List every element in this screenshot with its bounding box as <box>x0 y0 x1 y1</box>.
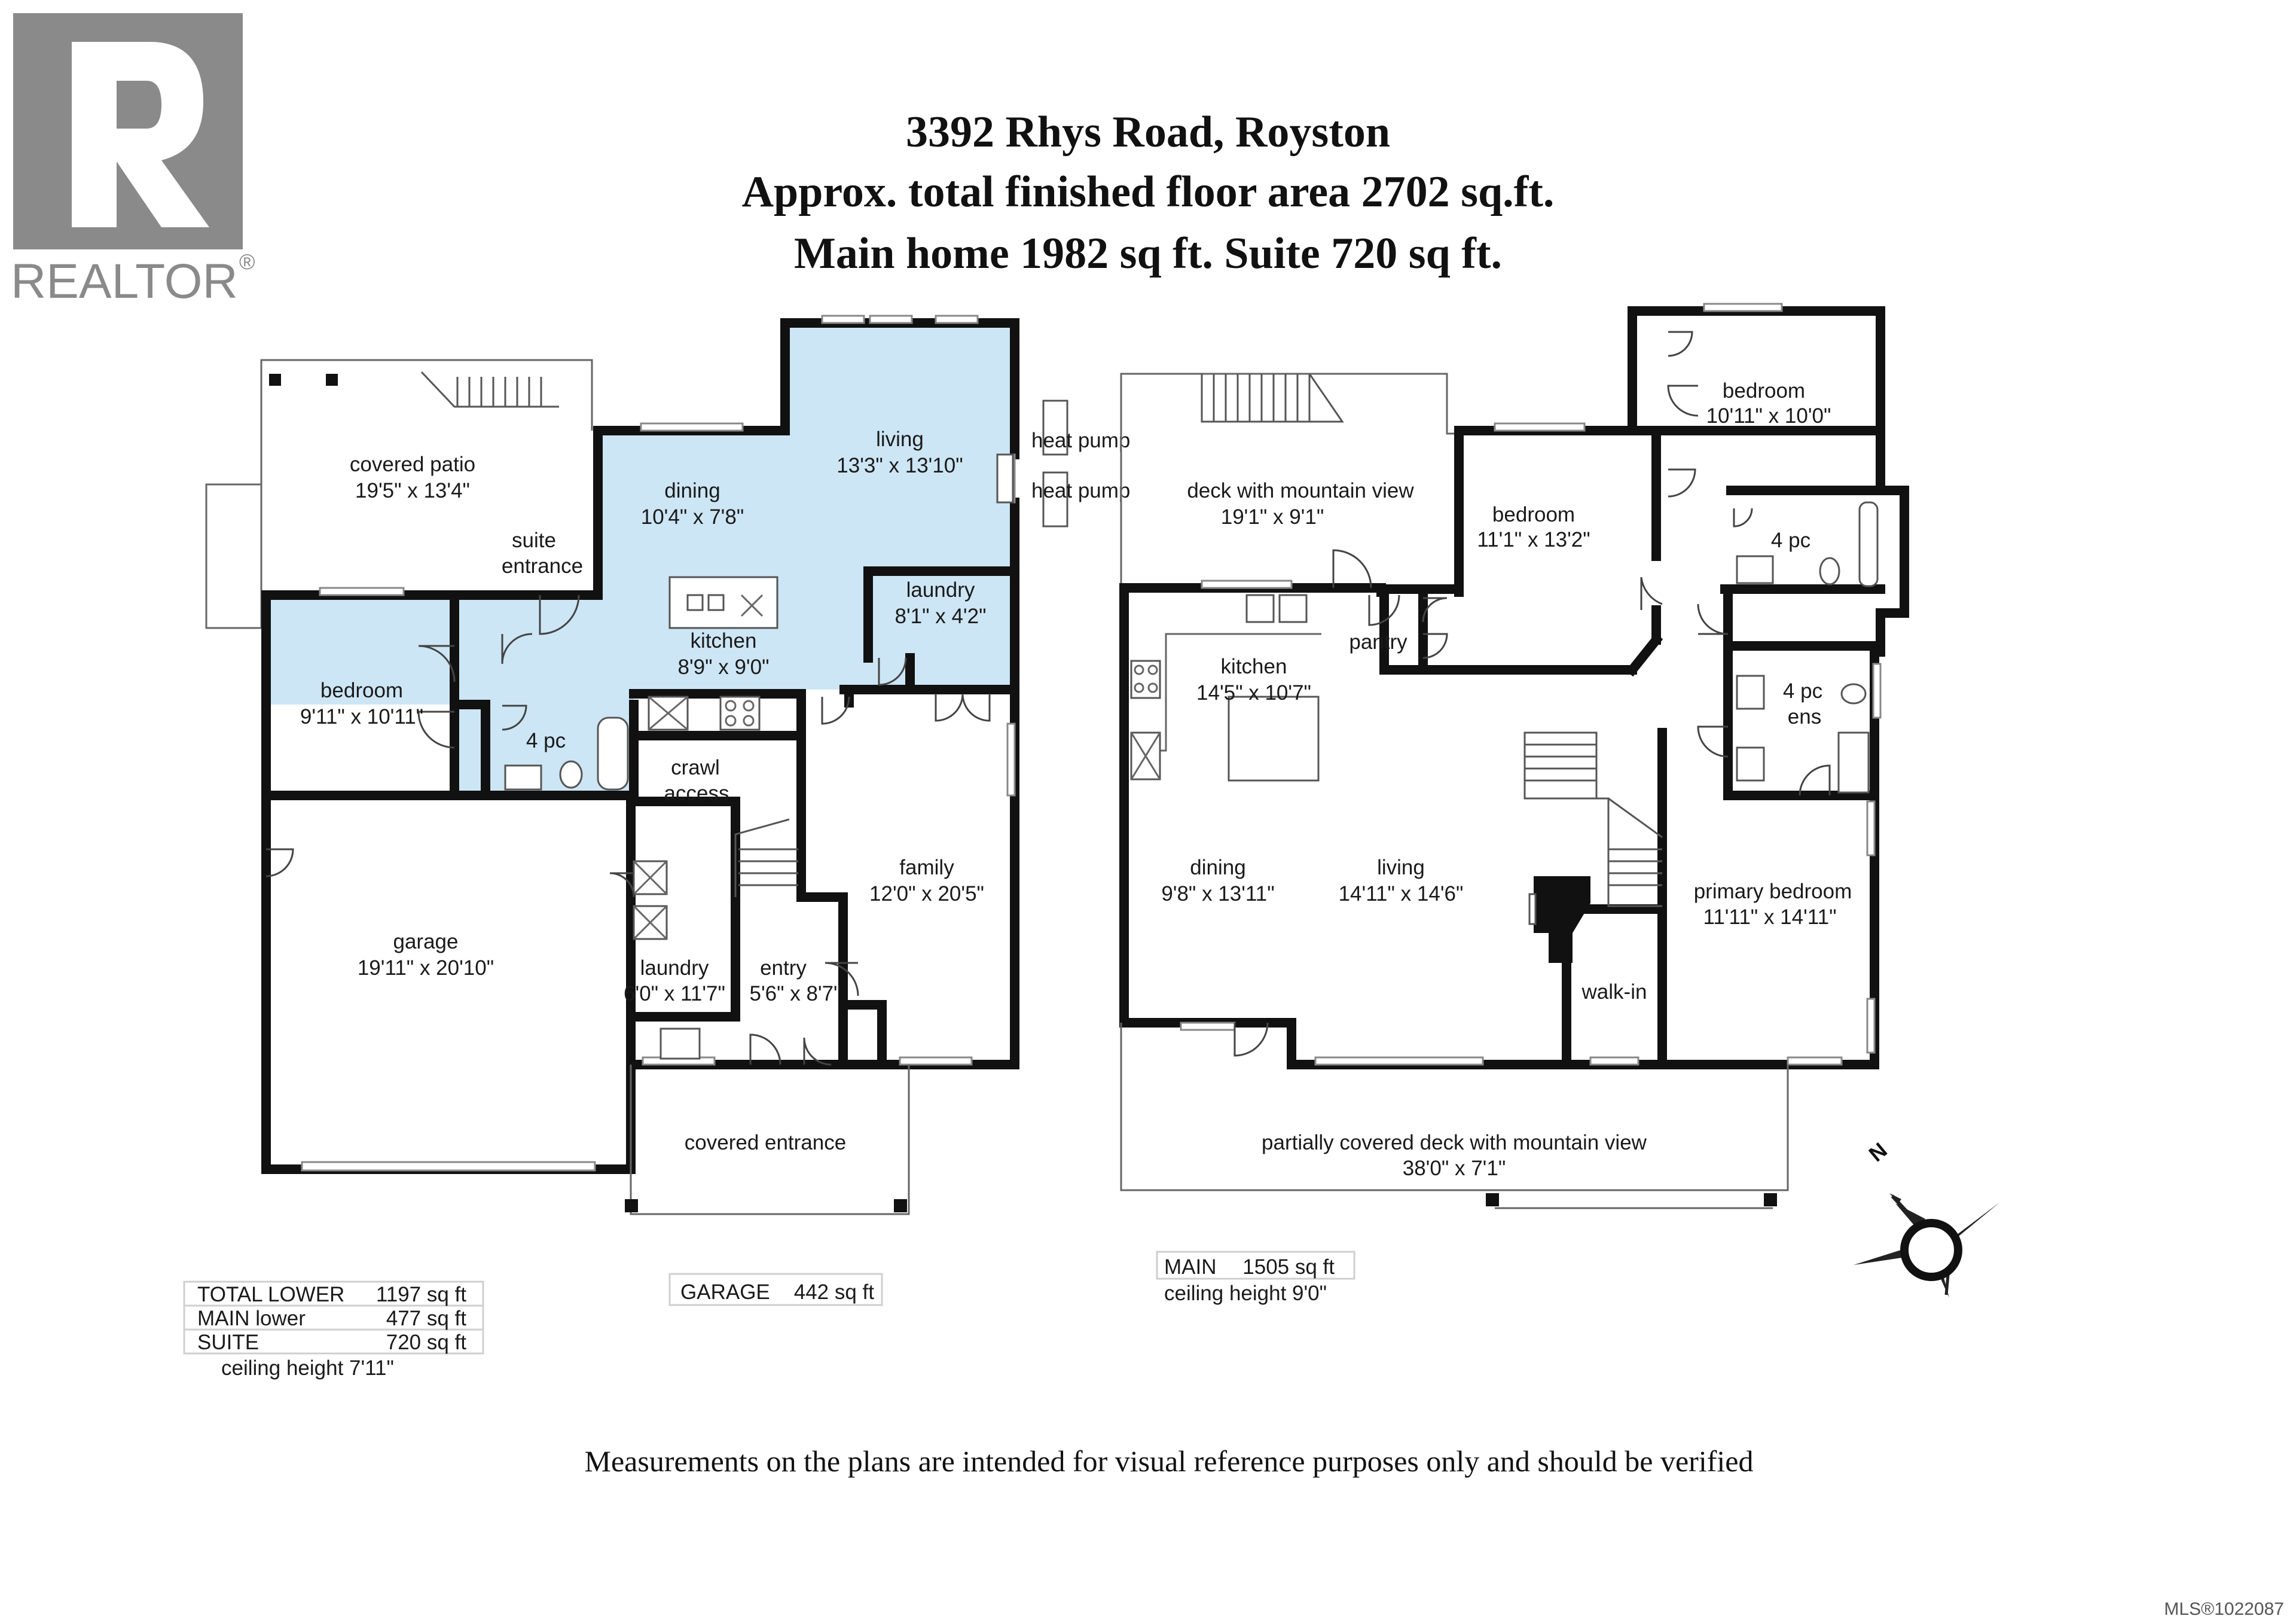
main-kitchen-name: kitchen <box>1221 655 1287 678</box>
lower-floor: covered patio 19'5" x 13'4" suite entran… <box>183 315 1130 1380</box>
suite-entrance-line2: entrance <box>502 554 583 578</box>
main-dining-dims: 9'8" x 13'11" <box>1161 882 1274 905</box>
main-deck-name: deck with mountain view <box>1187 479 1414 502</box>
summary-main-label: MAIN <box>1164 1255 1217 1279</box>
main-stairs <box>1523 731 1663 907</box>
total-area-title: Approx. total finished floor area 2702 s… <box>742 167 1555 217</box>
family-dims: 12'0" x 20'5" <box>869 882 984 905</box>
lower-bath-label: 4 pc <box>526 729 566 752</box>
lower-stairs <box>734 818 798 897</box>
suite-entrance-line1: suite <box>512 529 556 552</box>
main-bath-label: 4 pc <box>1771 529 1810 552</box>
crawl-access-line1: crawl <box>671 756 720 779</box>
summary-main-lower-value: 477 sq ft <box>386 1307 467 1330</box>
main-bedroom-mid-dims: 11'1" x 13'2" <box>1477 528 1590 551</box>
lower-laundry-top-name: laundry <box>906 578 975 602</box>
lower-living-name: living <box>876 428 924 451</box>
garage-area-label: GARAGE <box>680 1280 770 1304</box>
crawl-access-line2: access <box>664 782 729 805</box>
entry-dims: 5'6" x 8'7" <box>749 982 841 1005</box>
area-breakdown-title: Main home 1982 sq ft. Suite 720 sq ft. <box>794 229 1502 278</box>
walk-in-label: walk-in <box>1581 980 1647 1004</box>
lower-laundry-top-dims: 8'1" x 4'2" <box>894 605 986 628</box>
ensuite-line1: 4 pc <box>1783 679 1822 703</box>
summary-total-lower-label: TOTAL LOWER <box>197 1283 344 1306</box>
mls-number: MLS®1022087 <box>2164 1599 2284 1619</box>
lower-bedroom-name: bedroom <box>320 679 403 702</box>
main-bedroom-top-name: bedroom <box>1723 379 1805 403</box>
lower-patio-name: covered patio <box>350 453 475 476</box>
main-ceiling-height: ceiling height 9'0" <box>1164 1282 1327 1305</box>
entry-name: entry <box>760 956 807 980</box>
main-living-dims: 14'11" x 14'6" <box>1339 882 1464 905</box>
lower-kitchen-dims: 8'9" x 9'0" <box>677 655 769 679</box>
summary-suite-value: 720 sq ft <box>386 1331 467 1354</box>
garage-name: garage <box>393 930 459 953</box>
pantry-label: pantry <box>1349 630 1407 654</box>
main-area-summary: MAIN 1505 sq ft ceiling height 9'0" <box>1156 1251 1355 1305</box>
lower-laundry-dims: 6'0" x 11'7" <box>624 982 725 1005</box>
main-deck-dims: 19'1" x 9'1" <box>1221 505 1324 529</box>
main-floor: deck with mountain view 19'1" x 9'1" bed… <box>1119 303 1909 1305</box>
garage-dims: 19'11" x 20'10" <box>358 956 494 980</box>
summary-main-value: 1505 sq ft <box>1242 1255 1335 1279</box>
primary-bedroom-name: primary bedroom <box>1694 880 1852 903</box>
lower-ceiling-height: ceiling height 7'11" <box>221 1356 394 1380</box>
main-living-name: living <box>1377 856 1425 879</box>
main-bedroom-top-dims: 10'11" x 10'0" <box>1706 404 1831 428</box>
main-doors <box>1234 331 1831 1057</box>
summary-suite-label: SUITE <box>197 1331 259 1354</box>
front-deck-name: partially covered deck with mountain vie… <box>1262 1131 1647 1154</box>
heat-pump-label-1: heat pump <box>1031 429 1130 452</box>
main-bedroom-mid-name: bedroom <box>1492 503 1575 526</box>
family-name: family <box>899 856 954 879</box>
realtor-wordmark: REALTOR <box>11 254 238 309</box>
compass-north-letter: N <box>1864 1138 1892 1166</box>
patio-stairs <box>420 371 559 408</box>
main-dining-name: dining <box>1190 856 1245 879</box>
lower-dining-name: dining <box>664 479 720 502</box>
lower-doors <box>265 594 991 1066</box>
summary-total-lower-value: 1197 sq ft <box>376 1283 466 1306</box>
lower-bedroom-dims: 9'11" x 10'11" <box>300 705 423 728</box>
compass-rose: N <box>1854 1138 2000 1298</box>
realtor-logo: REALTOR ® <box>11 13 255 309</box>
registered-mark: ® <box>239 249 255 274</box>
lower-area-summary: TOTAL LOWER 1197 sq ft MAIN lower 477 sq… <box>183 1280 484 1380</box>
covered-entrance-label: covered entrance <box>685 1131 846 1154</box>
garage-area-summary: GARAGE 442 sq ft <box>668 1273 883 1306</box>
garage-area-value: 442 sq ft <box>794 1280 875 1304</box>
page-title: 3392 Rhys Road, Royston <box>906 108 1390 157</box>
deck-stairs <box>1201 373 1344 423</box>
lower-living-dims: 13'3" x 13'10" <box>836 454 963 477</box>
fireplace <box>1534 876 1590 963</box>
disclaimer: Measurements on the plans are intended f… <box>585 1444 1754 1478</box>
primary-bedroom-dims: 11'11" x 14'11" <box>1703 905 1836 929</box>
ensuite-line2: ens <box>1788 705 1821 728</box>
lower-dining-dims: 10'4" x 7'8" <box>641 505 744 529</box>
lower-kitchen-name: kitchen <box>691 629 757 653</box>
front-deck-dims: 38'0" x 7'1" <box>1403 1157 1506 1180</box>
lower-laundry-name: laundry <box>640 956 709 980</box>
main-kitchen-dims: 14'5" x 10'7" <box>1196 681 1311 705</box>
summary-main-lower-label: MAIN lower <box>197 1307 306 1330</box>
lower-patio-dims: 19'5" x 13'4" <box>355 479 470 502</box>
lower-kitchen-island <box>668 576 778 629</box>
heat-pump-label-2: heat pump <box>1031 479 1130 502</box>
